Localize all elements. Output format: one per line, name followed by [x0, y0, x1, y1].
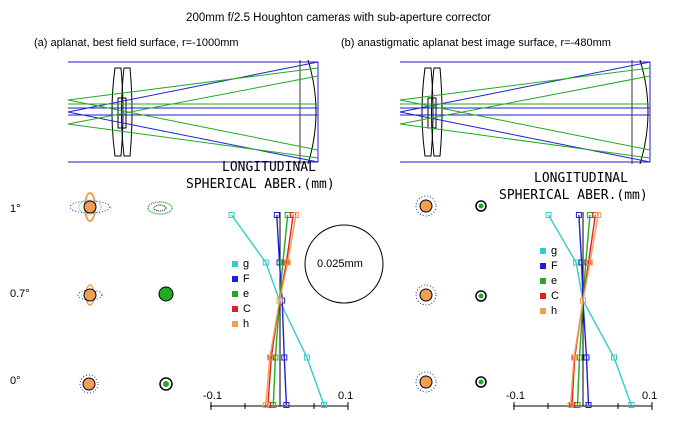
lsa-b-point-F-1	[578, 259, 585, 266]
lsa-a-series-h	[265, 214, 297, 406]
lsa-b-point-g-3	[611, 354, 617, 361]
figure-title: 200mm f/2.5 Houghton cameras with sub-ap…	[186, 12, 491, 24]
lsa-b-point-F-3	[583, 354, 590, 361]
axis-a-max-label: 0.1	[338, 390, 354, 402]
lsa-b-series-h	[569, 214, 599, 406]
lsa-a-point-h-3	[266, 354, 273, 361]
lsa-a-point-F-0	[273, 212, 280, 218]
scale-circle-label: 0.025mm	[317, 258, 363, 270]
spot-a-0deg-offaxis	[159, 377, 173, 391]
legend-swatch-g	[540, 248, 546, 254]
lsa-b-point-h-0	[595, 212, 602, 218]
spot-b-07deg-offaxis	[475, 290, 487, 302]
lsa-curves-a	[228, 212, 327, 408]
lsa-b-point-F-4	[585, 402, 592, 408]
lsa-b-series-g	[547, 214, 632, 406]
lsa-b-point-h-4	[567, 402, 574, 408]
spot-a-0deg-onaxis	[79, 374, 99, 394]
lsa-b-point-g-0	[545, 212, 552, 218]
legend-swatch-C	[232, 306, 238, 312]
ray-diagram-b	[399, 59, 651, 165]
spot-b-07deg-onaxis	[415, 284, 437, 306]
spot-a-1deg-offaxis	[147, 201, 173, 215]
lsa-a-point-g-1	[262, 259, 269, 266]
ray-diagram-a	[67, 59, 319, 165]
legend-label-F: F	[551, 260, 558, 272]
legend-swatch-h	[540, 308, 546, 314]
legend-b	[540, 248, 546, 314]
legend-label-g: g	[243, 258, 250, 270]
legend-a	[232, 261, 238, 327]
lsa-a-point-h-4	[262, 402, 269, 408]
lsa-b-point-h-3	[571, 354, 577, 361]
spot-diagrams-b	[415, 195, 487, 393]
lsa-title-b-line1: LONGITUDINAL	[534, 171, 628, 186]
lsa-a-point-F-3	[281, 354, 288, 361]
legend-label-h: h	[551, 305, 558, 317]
spot-diagrams-a	[69, 192, 174, 394]
field-label-07deg: 0.7°	[10, 288, 30, 300]
lsa-a-point-F-4	[283, 402, 290, 408]
axis-b-max-label: 0.1	[642, 390, 658, 402]
legend-label-h: h	[243, 318, 250, 330]
axis-b-min-label: -0.1	[506, 390, 525, 402]
legend-swatch-F	[540, 263, 546, 269]
legend-swatch-F	[232, 276, 238, 282]
legend-label-C: C	[243, 303, 251, 315]
lsa-b-point-F-0	[575, 212, 582, 218]
legend-swatch-e	[232, 291, 238, 297]
lsa-title-b-line2: SPHERICAL ABER.(mm)	[499, 188, 648, 203]
legend-swatch-g	[232, 261, 238, 267]
panel-a-label: (a) aplanat, best field surface, r=-1000…	[34, 37, 239, 49]
lsa-curves-b	[545, 212, 635, 408]
lsa-b-point-h-2	[580, 297, 586, 304]
spot-b-1deg-onaxis	[415, 195, 437, 217]
lsa-a-point-h-0	[292, 212, 299, 218]
spot-b-0deg-onaxis	[415, 371, 437, 393]
spot-b-1deg-offaxis	[475, 200, 487, 212]
scale-circle	[304, 224, 384, 304]
axis-a-min-label: -0.1	[203, 390, 222, 402]
lsa-title-a-line2: SPHERICAL ABER.(mm)	[186, 177, 335, 192]
spot-a-07deg-onaxis	[77, 284, 103, 306]
lsa-a-point-h-1	[284, 259, 291, 266]
spot-a-1deg-onaxis	[69, 192, 111, 222]
legend-label-e: e	[551, 275, 558, 287]
spot-a-07deg-offaxis	[158, 286, 174, 302]
legend-label-F: F	[243, 273, 250, 285]
lsa-axes-a	[210, 212, 349, 410]
lsa-title-a-line1: LONGITUDINAL	[222, 160, 316, 175]
spot-b-0deg-offaxis	[475, 376, 487, 388]
lsa-a-point-g-3	[303, 354, 310, 361]
lsa-b-point-h-1	[586, 259, 593, 266]
lsa-a-point-h-2	[276, 297, 283, 304]
legend-swatch-C	[540, 293, 546, 299]
field-label-1deg: 1°	[10, 203, 21, 215]
panel-b-label: (b) anastigmatic aplanat best image surf…	[341, 37, 611, 49]
lsa-a-series-C	[267, 214, 294, 406]
lsa-a-point-F-1	[276, 259, 283, 266]
legend-label-g: g	[551, 245, 558, 257]
legend-swatch-h	[232, 321, 238, 327]
field-label-0deg: 0°	[10, 375, 21, 387]
lsa-a-point-g-0	[228, 212, 235, 218]
legend-label-C: C	[551, 290, 559, 302]
lsa-b-point-g-4	[628, 402, 635, 408]
legend-swatch-e	[540, 278, 546, 284]
lsa-a-point-g-4	[321, 402, 327, 408]
legend-label-e: e	[243, 288, 250, 300]
